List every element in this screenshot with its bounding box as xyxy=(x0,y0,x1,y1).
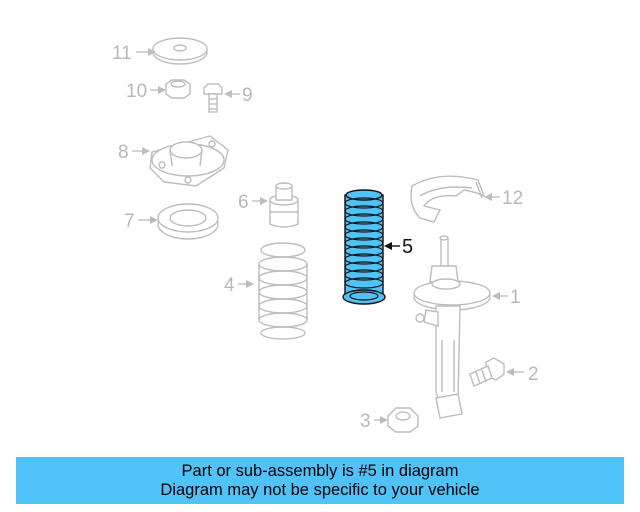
callout-4: 4 xyxy=(224,275,254,296)
part-info-banner: Part or sub-assembly is #5 in diagram Di… xyxy=(16,457,624,504)
part-11-washer xyxy=(152,37,208,65)
part-2-bolt xyxy=(469,357,505,387)
svg-text:10: 10 xyxy=(126,81,147,102)
callout-1: 1 xyxy=(492,287,521,308)
part-10-nut xyxy=(165,79,191,99)
svg-text:1: 1 xyxy=(510,287,521,308)
svg-text:3: 3 xyxy=(360,411,371,432)
part-8-strut-mount xyxy=(149,135,229,187)
svg-text:6: 6 xyxy=(238,192,249,213)
callout-10: 10 xyxy=(126,81,166,102)
part-3-nut xyxy=(387,407,419,433)
callout-8: 8 xyxy=(118,142,150,163)
svg-text:9: 9 xyxy=(242,85,253,106)
part-12-spring-seat xyxy=(410,175,486,223)
banner-line-1: Part or sub-assembly is #5 in diagram xyxy=(181,461,459,480)
callout-12: 12 xyxy=(484,188,523,209)
part-6-bump-stop xyxy=(269,182,299,228)
part-5-dust-boot xyxy=(342,189,386,305)
callout-5: 5 xyxy=(384,236,413,258)
svg-text:11: 11 xyxy=(112,43,132,64)
svg-text:7: 7 xyxy=(124,211,135,232)
callout-3: 3 xyxy=(360,411,388,432)
callout-9: 9 xyxy=(224,85,253,106)
callout-7: 7 xyxy=(124,211,158,232)
banner-line-2: Diagram may not be specific to your vehi… xyxy=(160,480,480,499)
part-7-bearing xyxy=(157,203,219,240)
svg-text:8: 8 xyxy=(118,142,129,163)
part-4-coil-spring xyxy=(258,242,308,340)
callout-2: 2 xyxy=(506,364,539,385)
svg-text:2: 2 xyxy=(528,364,539,385)
callout-6: 6 xyxy=(238,192,268,213)
part-1-strut xyxy=(413,235,491,419)
svg-text:4: 4 xyxy=(224,275,235,296)
part-9-bolt xyxy=(203,83,223,113)
svg-text:5: 5 xyxy=(402,236,413,258)
svg-text:12: 12 xyxy=(502,188,523,209)
parts-diagram: 11 10 9 8 xyxy=(112,37,539,433)
callout-11: 11 xyxy=(112,43,156,64)
